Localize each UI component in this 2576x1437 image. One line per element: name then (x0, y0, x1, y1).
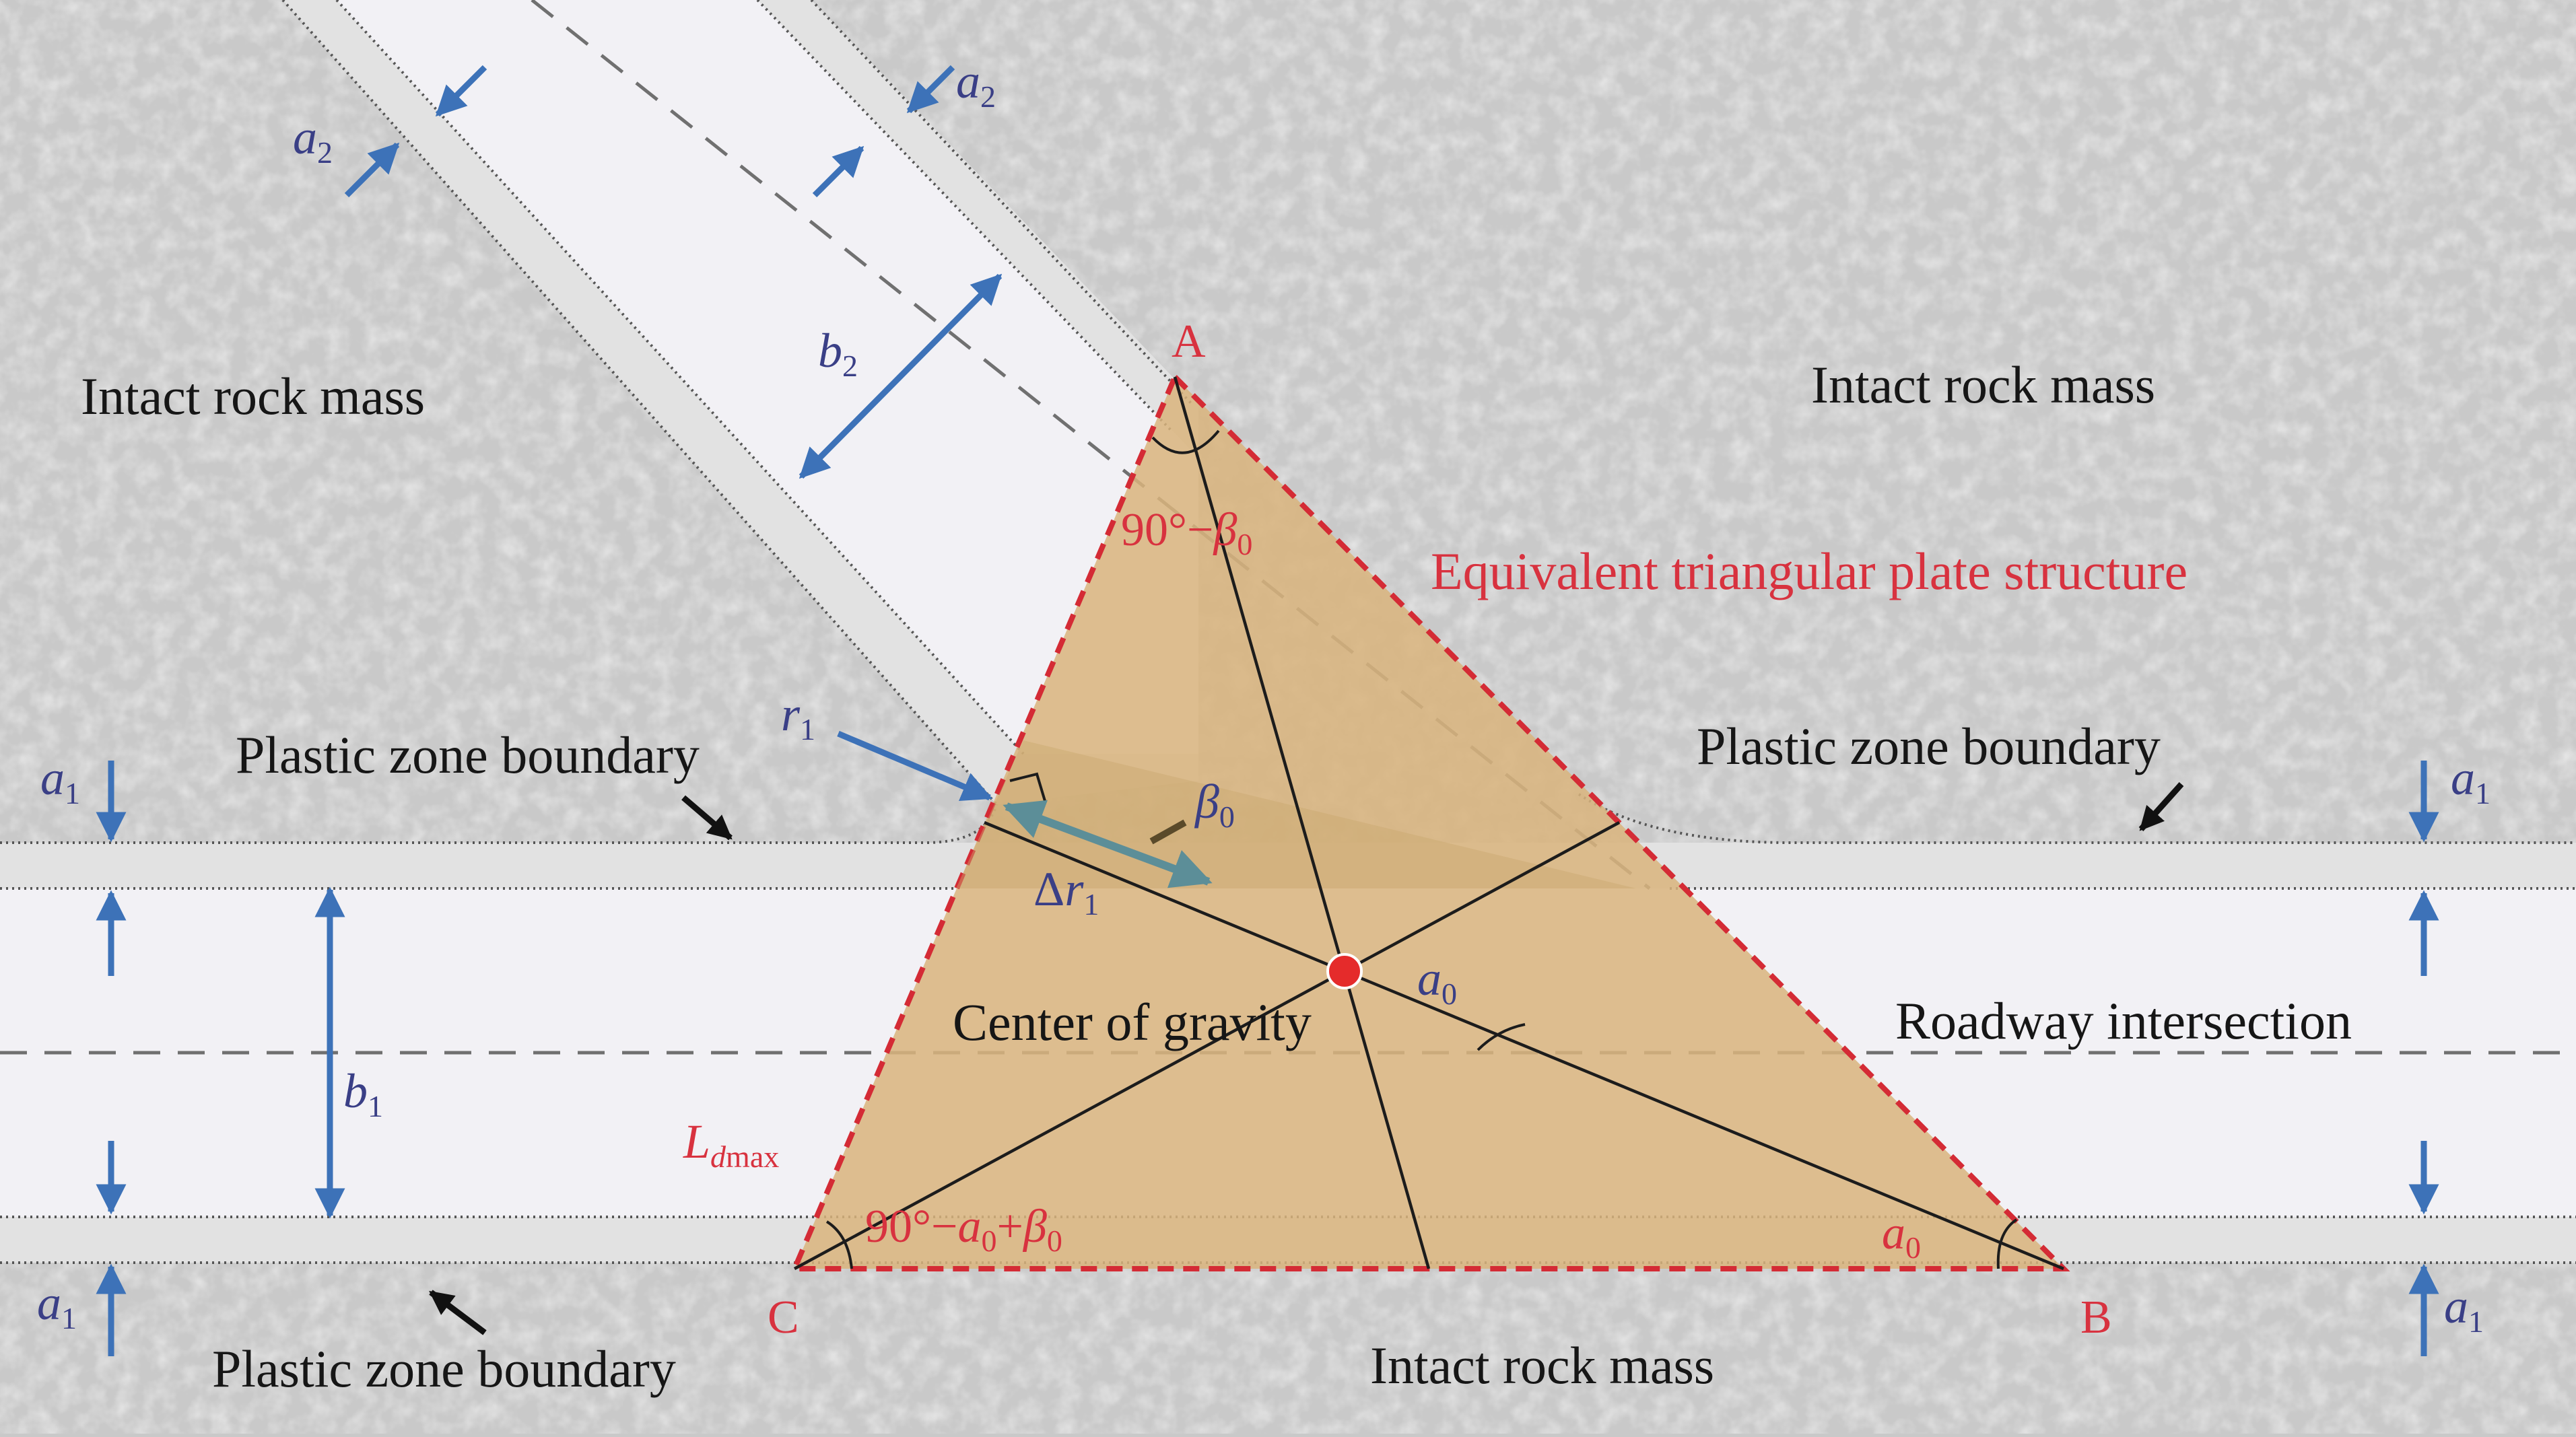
alpha0-center-label: a0 (1417, 952, 1457, 1011)
triangle-medians (793, 376, 2064, 1271)
a1-bottom-left-label: a1 (37, 1276, 77, 1335)
intact-rock-right: Intact rock mass (1811, 355, 2155, 414)
dimension-arrows (96, 65, 2439, 1356)
inclined-roadway (337, 0, 1198, 754)
a1-top-right-label: a1 (2451, 751, 2490, 810)
vertex-B: B (2080, 1292, 2112, 1343)
plastic-boundary-right: Plastic zone boundary (1697, 717, 2161, 775)
pointer-arrows (429, 781, 2184, 1335)
intact-rock-left: Intact rock mass (81, 367, 425, 425)
b2-label: b2 (818, 324, 858, 383)
center-of-gravity-label: Center of gravity (953, 993, 1312, 1051)
L-dmax-label: Ldmax (683, 1115, 779, 1174)
dimension-labels: a2 a2 b2 a1 a1 a1 a1 b1 r1 Δr1 β0 a0 (37, 55, 2490, 1339)
b1-label: b1 (343, 1064, 383, 1123)
plastic-boundary-left: Plastic zone boundary (236, 726, 700, 784)
beta0-label: β0 (1194, 775, 1235, 834)
delta-r1-arrow (1003, 800, 1213, 888)
equivalent-plate-label: Equivalent triangular plate structure (1431, 542, 2188, 600)
delta-r1-label: Δr1 (1033, 862, 1099, 921)
region-labels: Intact rock mass Intact rock mass Intact… (81, 355, 2352, 1398)
a2-right-label: a2 (956, 55, 996, 114)
angle-B-label: a0 (1882, 1207, 1921, 1265)
r1-label: r1 (781, 687, 815, 746)
a2-left-label: a2 (293, 110, 333, 170)
intact-rock-bottom: Intact rock mass (1370, 1336, 1714, 1395)
a1-top-left-label: a1 (40, 751, 80, 810)
a1-bottom-right-label: a1 (2444, 1280, 2484, 1339)
roadway-centerlines (0, 0, 2576, 1055)
roadway-intersection-label: Roadway intersection (1895, 991, 2352, 1050)
vertex-C: C (768, 1292, 799, 1343)
angle-arcs (825, 429, 2018, 1269)
angle-C-label: 90°−a0+β0 (865, 1201, 1062, 1258)
vertex-labels: A B C (768, 316, 2112, 1343)
beta0-leader (1149, 819, 1187, 845)
right-angle-mark (1009, 772, 1046, 802)
vertex-A: A (1172, 316, 1206, 367)
angle-A-label: 90°−β0 (1121, 504, 1252, 561)
center-of-gravity-dot (1326, 953, 1363, 989)
plastic-boundary-bottom: Plastic zone boundary (212, 1339, 676, 1398)
